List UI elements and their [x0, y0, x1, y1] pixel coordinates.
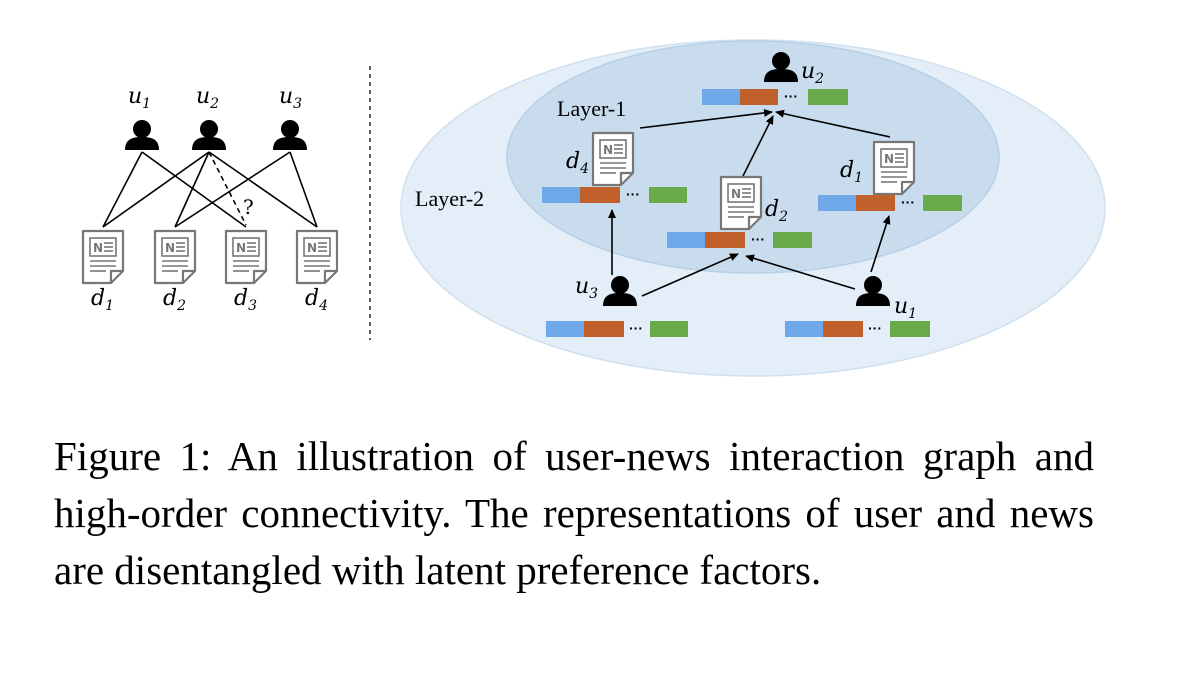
user-label-u3: u3	[279, 84, 302, 112]
unknown-link-mark: ?	[243, 195, 254, 219]
factor-1-segment	[546, 321, 584, 337]
user-label-u1: u1	[128, 84, 151, 112]
node-label-d4: d4	[566, 149, 589, 177]
factor-k-segment	[649, 187, 687, 203]
factor-2-segment	[580, 187, 620, 203]
news-label-d1: d1	[91, 286, 114, 314]
node-label-u3: u3	[575, 274, 598, 302]
node-label-d2: d2	[765, 197, 788, 225]
edge-u1-d1	[870, 215, 891, 273]
embedding-bar-u2: ···	[702, 88, 848, 105]
svg-text:···: ···	[784, 88, 798, 104]
figure-diagram: N ? u1 u2 u3	[81, 39, 1106, 377]
layer1-label: Layer-1	[557, 96, 626, 121]
edge-d4-u2	[639, 108, 773, 129]
factor-1-segment	[818, 195, 856, 211]
factor-k-segment	[890, 321, 930, 337]
factor-2-segment	[584, 321, 624, 337]
layer2-label: Layer-2	[415, 186, 484, 211]
news-document-icon	[81, 229, 125, 285]
factor-k-segment	[773, 232, 812, 248]
news-document-icon	[153, 229, 197, 285]
news-document-icon	[591, 131, 635, 187]
news-document-icon	[224, 229, 268, 285]
svg-text:···: ···	[751, 231, 765, 247]
user-label-u2: u2	[196, 84, 219, 112]
svg-text:···: ···	[629, 320, 643, 336]
factor-k-segment	[808, 89, 848, 105]
user-icon	[125, 120, 159, 150]
edge-u2-d3-unknown	[208, 151, 247, 226]
node-label-d1: d1	[840, 158, 863, 186]
embedding-bar-d1: ···	[818, 194, 962, 211]
edge-u1-d2	[745, 254, 856, 290]
propagation-edges	[608, 108, 891, 297]
edge-u3-d2	[641, 253, 739, 297]
user-icon	[273, 120, 307, 150]
user-icon	[192, 120, 226, 150]
left-interaction-graph: ? u1 u2 u3 d1 d2 d3 d4	[81, 84, 339, 314]
node-label-u2: u2	[801, 59, 824, 87]
edge-d2-u2	[741, 115, 774, 179]
factor-1-segment	[667, 232, 705, 248]
node-label-u1: u1	[894, 294, 917, 322]
factor-2-segment	[740, 89, 778, 105]
edge-u2-d4	[208, 151, 318, 228]
factor-2-segment	[856, 195, 895, 211]
news-label-d4: d4	[305, 286, 328, 314]
edge-u2-d1	[102, 151, 210, 228]
edge-u3-d2	[174, 151, 291, 228]
news-document-icon	[719, 175, 763, 231]
svg-text:···: ···	[626, 186, 640, 202]
svg-text:···: ···	[868, 320, 882, 336]
factor-1-segment	[702, 89, 740, 105]
edge-u1-d1	[102, 151, 143, 228]
high-order-connectivity-graph: Layer-1 Layer-2 u2 ··· d4 ···	[400, 39, 1106, 377]
edge-u3-d4	[289, 151, 318, 228]
news-label-d2: d2	[163, 286, 186, 314]
edge-d1-u2	[775, 109, 891, 138]
svg-text:···: ···	[901, 194, 915, 210]
embedding-bar-d4: ···	[542, 186, 687, 203]
edge-u1-d3	[141, 151, 247, 228]
news-document-icon	[295, 229, 339, 285]
factor-1-segment	[542, 187, 580, 203]
embedding-bar-u3: ···	[546, 320, 688, 337]
factor-1-segment	[785, 321, 823, 337]
embedding-bar-d2: ···	[667, 231, 812, 248]
factor-2-segment	[705, 232, 745, 248]
factor-k-segment	[923, 195, 962, 211]
factor-k-segment	[650, 321, 688, 337]
figure-caption: Figure 1: An illustration of user-news i…	[54, 433, 1094, 593]
factor-2-segment	[823, 321, 863, 337]
news-document-icon	[872, 140, 916, 196]
interaction-edges	[102, 151, 318, 228]
embedding-bar-u1: ···	[785, 320, 930, 337]
edge-u2-d2	[174, 151, 210, 228]
news-label-d3: d3	[234, 286, 257, 314]
